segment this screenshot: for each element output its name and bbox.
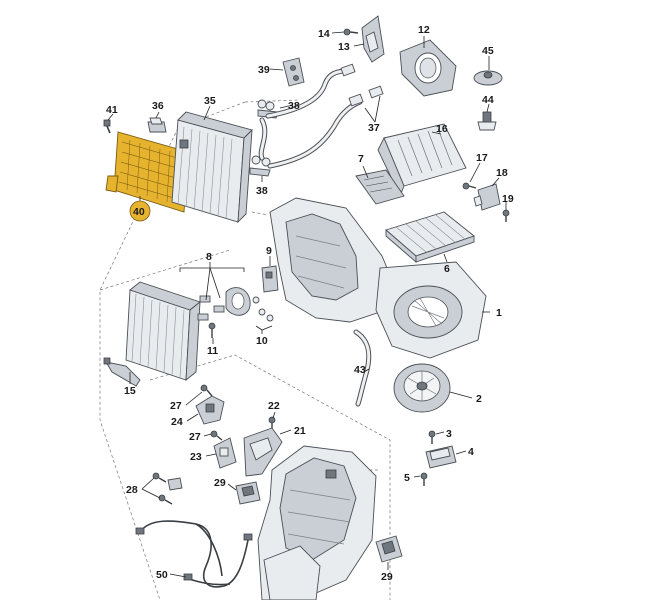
part-11-bolt <box>208 322 216 338</box>
label-12: 12 <box>418 24 430 36</box>
part-23-actuator <box>213 437 237 469</box>
part-45-cap <box>473 70 503 86</box>
label-4: 4 <box>468 446 474 458</box>
part-40-heat-exchanger <box>105 131 189 213</box>
label-15: 15 <box>124 385 136 397</box>
label-38-upper: 38 <box>288 100 300 112</box>
part-16-air-flap-unit <box>377 123 467 198</box>
lower-housing <box>257 445 377 600</box>
part-10-fittings <box>252 296 274 322</box>
part-4-resistor <box>425 445 457 469</box>
label-21: 21 <box>294 425 306 437</box>
label-23: 23 <box>190 451 202 463</box>
leader-lines <box>107 31 507 578</box>
label-8: 8 <box>206 251 212 263</box>
label-41: 41 <box>106 104 118 116</box>
label-14: 14 <box>318 28 330 40</box>
part-21-actuator <box>243 427 283 477</box>
label-44: 44 <box>482 94 494 106</box>
part-5-screw <box>420 472 428 486</box>
part-number-labels: 1 2 3 4 5 6 7 8 9 10 11 12 13 14 15 16 1… <box>106 24 514 583</box>
label-36: 36 <box>152 100 164 112</box>
part-27-screw-lower <box>210 430 223 441</box>
label-38-lower: 38 <box>256 185 268 197</box>
part-9-sensor <box>261 265 279 293</box>
part-29-connector-right <box>375 535 403 563</box>
label-7: 7 <box>358 153 364 165</box>
label-9: 9 <box>266 245 272 257</box>
label-19: 19 <box>502 193 514 205</box>
part-36-clip <box>147 117 167 133</box>
label-13: 13 <box>338 41 350 53</box>
part-50-wiring-harness <box>135 520 253 588</box>
part-41-bolt <box>103 119 111 134</box>
label-50: 50 <box>156 569 168 581</box>
part-35-evaporator <box>171 111 253 224</box>
label-29-right: 29 <box>381 571 393 583</box>
part-18-actuator <box>473 183 501 211</box>
label-5: 5 <box>404 472 410 484</box>
part-3-screw <box>428 430 436 444</box>
part-6-cabin-filter <box>385 211 475 263</box>
part-13-bracket <box>361 15 385 63</box>
part-14-screw <box>343 28 359 36</box>
label-28: 28 <box>126 484 138 496</box>
label-27-lower: 27 <box>189 431 201 443</box>
label-17: 17 <box>476 152 488 164</box>
label-27-upper: 27 <box>170 400 182 412</box>
label-3: 3 <box>446 428 452 440</box>
label-22: 22 <box>268 400 280 412</box>
label-10: 10 <box>256 335 268 347</box>
label-37: 37 <box>368 122 380 134</box>
part-19-screw <box>502 209 510 222</box>
part-28-fasteners <box>152 472 183 505</box>
label-2: 2 <box>476 393 482 405</box>
label-45: 45 <box>482 45 494 57</box>
part-38-fittings <box>249 99 279 177</box>
part-7-seal <box>355 169 405 205</box>
part-44-valve <box>477 111 497 131</box>
part-37-refrigerant-lines <box>258 63 384 169</box>
part-39-block <box>282 57 305 87</box>
part-22-screw <box>268 416 276 430</box>
label-39: 39 <box>258 64 270 76</box>
label-29-left: 29 <box>214 477 226 489</box>
part-8-pipe-fittings <box>197 287 251 321</box>
label-40: 40 <box>133 206 145 218</box>
part-24-actuator <box>195 395 225 425</box>
part-2-blower-motor <box>393 363 451 413</box>
part-15-bracket <box>103 357 141 387</box>
label-40-highlight-disc <box>129 200 151 222</box>
label-43: 43 <box>354 364 366 376</box>
label-24: 24 <box>171 416 183 428</box>
label-18: 18 <box>496 167 508 179</box>
part-17-sensor <box>462 182 477 190</box>
part-43-drain-hose <box>353 329 372 407</box>
label-35: 35 <box>204 95 216 107</box>
part-27-screw-upper <box>200 384 213 397</box>
part-8-heater-core <box>125 281 201 381</box>
label-1: 1 <box>496 307 502 319</box>
part-29-connector-left <box>235 481 261 505</box>
label-6: 6 <box>444 263 450 275</box>
label-11: 11 <box>207 345 218 357</box>
part-12-flange <box>399 39 457 97</box>
label-16: 16 <box>436 123 448 135</box>
part-1-housing-upper <box>269 197 487 359</box>
